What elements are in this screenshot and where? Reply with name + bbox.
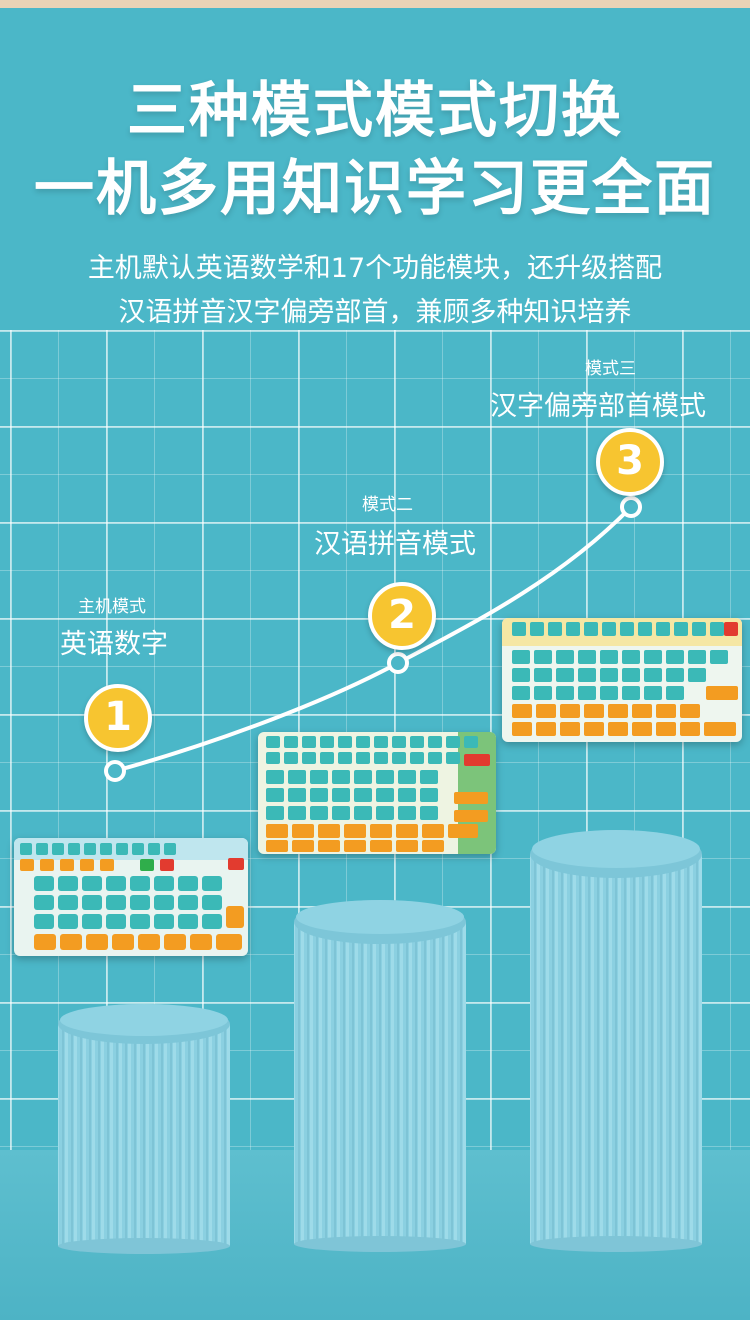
mode-3-badge: 3 <box>596 428 664 496</box>
mode-2-label: 模式二 <box>362 495 413 515</box>
mode-1-label: 主机模式 <box>78 597 146 617</box>
mode-2-title: 汉语拼音模式 <box>314 529 476 560</box>
top-strip <box>0 0 750 8</box>
mode-1-title: 英语数字 <box>60 629 168 660</box>
pedestal-3 <box>530 830 702 1252</box>
headline-line-1: 三种模式模式切换 <box>127 76 623 146</box>
point-2 <box>387 652 409 674</box>
keyboard-illustration-2 <box>258 732 496 854</box>
subtitle-line-1: 主机默认英语数学和17个功能模块，还升级搭配 <box>87 253 663 284</box>
mode-2-badge: 2 <box>368 582 436 650</box>
subtitle-line-2: 汉语拼音汉字偏旁部首，兼顾多种知识培养 <box>118 297 632 328</box>
mode-1-badge: 1 <box>84 684 152 752</box>
pedestal-1 <box>58 1004 230 1254</box>
mode-3-title: 汉字偏旁部首模式 <box>490 391 706 422</box>
keyboard-illustration-1 <box>14 838 248 956</box>
headline-line-2: 一机多用知识学习更全面 <box>34 154 716 224</box>
point-1 <box>104 760 126 782</box>
point-3 <box>620 496 642 518</box>
mode-3-label: 模式三 <box>585 359 636 379</box>
pedestal-2 <box>294 900 466 1252</box>
keyboard-illustration-3 <box>502 618 742 742</box>
